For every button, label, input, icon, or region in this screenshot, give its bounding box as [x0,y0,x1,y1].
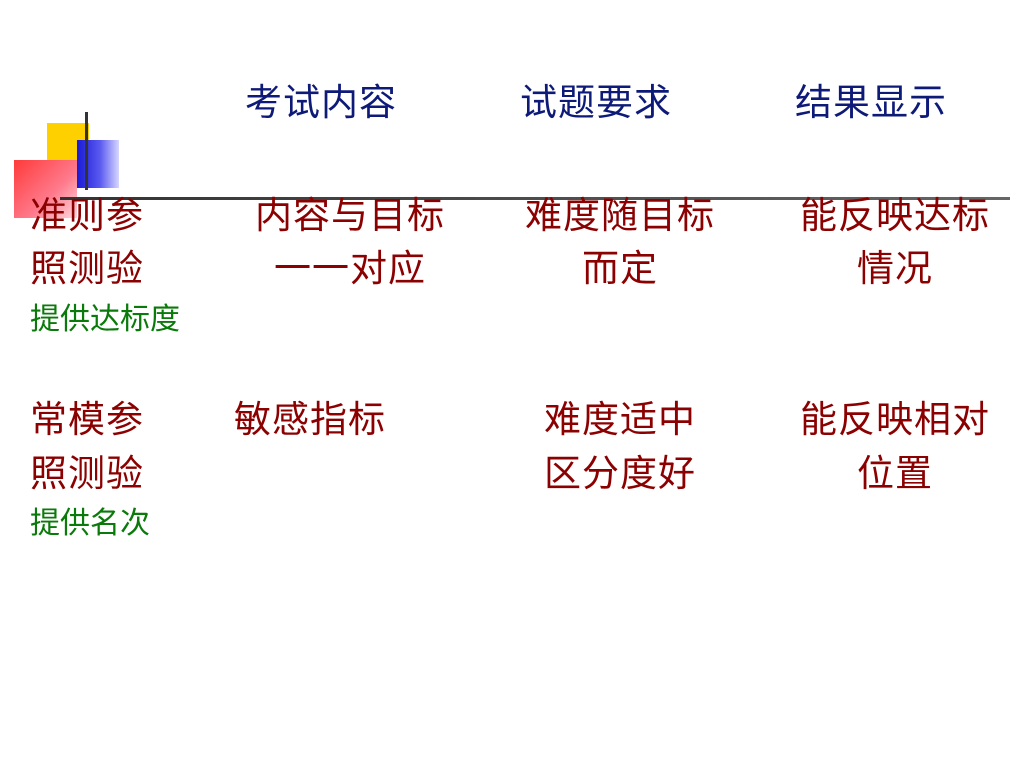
horizontal-divider-line [60,197,1010,200]
slide-logo-decoration [0,0,1024,230]
row-label-line1: 准则参 [30,194,144,237]
row-label-line1: 常模参 [30,398,144,441]
row-content-line1: 敏感指标 [234,398,386,441]
row-requirement-line1: 难度适中 [544,398,696,441]
vertical-divider-line [85,112,88,190]
row-requirement-line2: 区分度好 [544,452,696,495]
red-square-shape [14,160,77,218]
row-result-line1: 能反映相对 [800,398,990,441]
row-requirement-line1: 难度随目标 [525,194,715,237]
blue-square-shape [77,140,119,188]
row-result-line2: 位置 [857,452,933,495]
header-result-display: 结果显示 [795,81,947,124]
row-result-line2: 情况 [857,247,933,290]
header-exam-content: 考试内容 [245,81,397,124]
row-label-line2: 照测验 [30,247,144,290]
header-item-requirement: 试题要求 [520,81,672,124]
row-label-line2: 照测验 [30,452,144,495]
row-content-line1: 内容与目标 [255,194,445,237]
row-requirement-line2: 而定 [582,247,658,290]
row-result-line1: 能反映达标 [800,194,990,237]
row-note: 提供名次 [30,506,150,541]
row-note: 提供达标度 [30,302,180,337]
row-content-line2: 一一对应 [274,247,426,290]
